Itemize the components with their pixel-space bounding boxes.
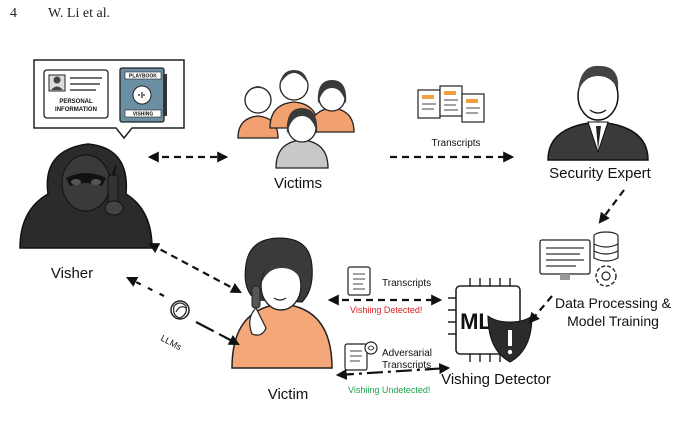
personal-info-text-1: PERSONAL bbox=[59, 99, 93, 105]
flow-arrows bbox=[147, 151, 625, 324]
vishing-detector-chip-icon: ML bbox=[448, 278, 533, 363]
adversarial-label-2: Transcripts bbox=[382, 360, 431, 371]
victim-label: Victim bbox=[268, 386, 309, 403]
security-expert-figure bbox=[547, 65, 649, 161]
personal-information-card-icon: PERSONAL INFORMATION bbox=[43, 69, 109, 119]
vishing-detected-text: Vishiing Detected! bbox=[350, 305, 422, 315]
adversarial-label-1: Adversarial bbox=[382, 348, 432, 359]
transcripts-documents-icon bbox=[417, 85, 485, 123]
page-number: 4 bbox=[10, 6, 17, 21]
personal-info-text-2: INFORMATION bbox=[55, 107, 97, 113]
gear-icon bbox=[595, 265, 617, 287]
adversarial-transcripts-icon bbox=[344, 341, 378, 371]
ml-chip-text: ML bbox=[460, 309, 492, 334]
llm-logo-icon bbox=[170, 300, 190, 320]
llm-arrows bbox=[126, 277, 451, 380]
visher-thought-bubble: PERSONAL INFORMATION PLAYBOOK VISHING bbox=[33, 59, 185, 140]
arrow-data-detector bbox=[528, 295, 553, 324]
victims-group-figure bbox=[237, 70, 355, 169]
security-expert-label: Security Expert bbox=[549, 165, 652, 182]
llms-label: LLMs bbox=[159, 333, 184, 352]
data-processing-icon bbox=[539, 231, 619, 287]
transcripts-document-icon bbox=[347, 266, 371, 296]
running-header-authors: W. Li et al. bbox=[48, 6, 111, 21]
arrow-llm-to-victim bbox=[195, 321, 240, 346]
victim-person-3 bbox=[309, 80, 355, 133]
arrow-llm-to-visher bbox=[126, 277, 165, 297]
playbook-text: PLAYBOOK bbox=[129, 74, 157, 80]
arrow-expert-data bbox=[598, 189, 625, 224]
vishing-book-text: VISHING bbox=[133, 112, 154, 118]
victim-figure bbox=[231, 237, 333, 369]
arrow-adversarial bbox=[335, 363, 451, 380]
arrow-visher-victim bbox=[148, 242, 242, 294]
vishing-detector-label: Vishing Detector bbox=[441, 371, 551, 388]
visher-figure bbox=[19, 143, 153, 249]
vishing-undetected-text: Vishiing Undetected! bbox=[348, 385, 430, 395]
victims-label: Victims bbox=[274, 175, 322, 192]
vishing-playbook-icon: PLAYBOOK VISHING bbox=[119, 67, 167, 123]
visher-label: Visher bbox=[51, 265, 93, 282]
data-processing-label: Data Processing & bbox=[555, 295, 672, 311]
victim-person-4 bbox=[275, 108, 329, 169]
model-training-label: Model Training bbox=[567, 313, 659, 329]
transcripts-top-label: Transcripts bbox=[431, 138, 480, 149]
transcripts-mid-label: Transcripts bbox=[382, 278, 431, 289]
victim-person-1 bbox=[237, 86, 279, 139]
database-icon bbox=[593, 231, 619, 262]
